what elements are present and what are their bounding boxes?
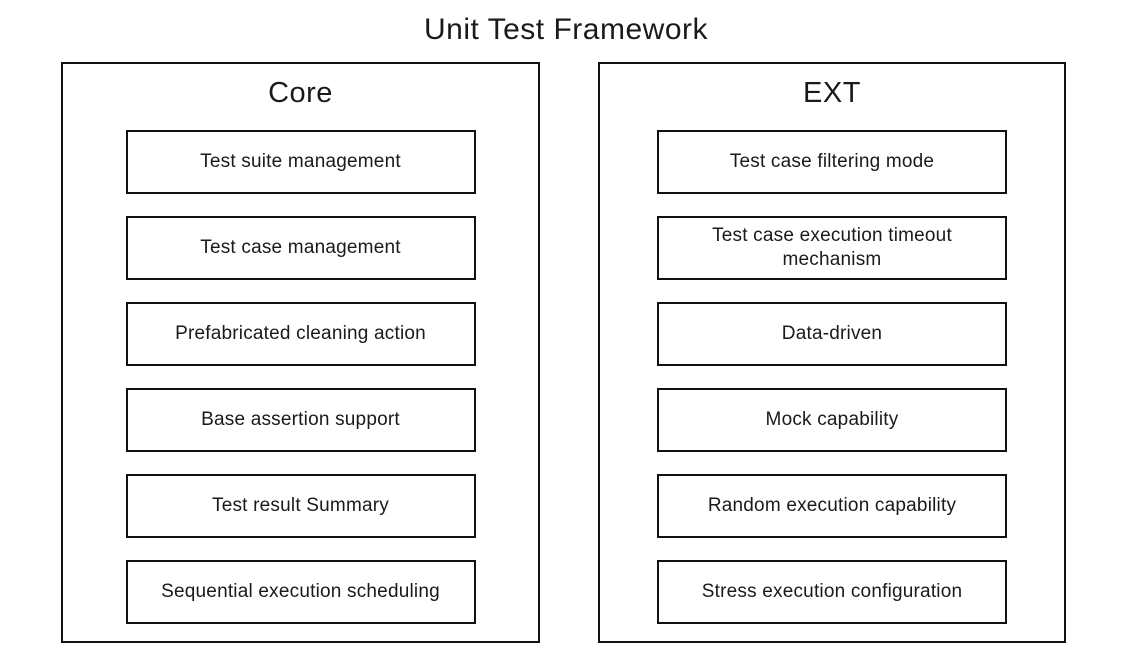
feature-box: Random execution capability [657, 473, 1007, 538]
feature-box: Mock capability [657, 387, 1007, 452]
diagram-title: Unit Test Framework [423, 13, 708, 46]
feature-label: Mock capability [765, 408, 899, 430]
feature-box: Stress execution configuration [657, 559, 1007, 624]
feature-box: Test case management [125, 215, 476, 280]
feature-box: Test case execution timeout mechanism [657, 215, 1007, 280]
feature-box: Sequential execution scheduling [125, 559, 476, 624]
core-panel-heading: Core [268, 77, 333, 109]
feature-label: Random execution capability [707, 494, 957, 516]
feature-label: Data-driven [781, 322, 883, 344]
ext-panel-heading: EXT [803, 77, 861, 109]
feature-label: Test suite management [200, 150, 401, 172]
feature-label: Stress execution configuration [701, 580, 963, 602]
feature-box: Base assertion support [125, 387, 476, 452]
feature-box: Prefabricated cleaning action [125, 301, 476, 366]
feature-label: Test case execution timeout mechanism [712, 225, 952, 270]
feature-label: Sequential execution scheduling [161, 580, 440, 602]
feature-label: Base assertion support [201, 408, 400, 430]
feature-box: Test result Summary [125, 473, 476, 538]
feature-label: Prefabricated cleaning action [175, 322, 426, 344]
feature-box: Test suite management [125, 129, 476, 194]
feature-label: Test case filtering mode [729, 150, 935, 172]
feature-label: Test case management [200, 236, 401, 258]
feature-box: Data-driven [657, 301, 1007, 366]
feature-box: Test case filtering mode [657, 129, 1007, 194]
feature-label: Test result Summary [212, 494, 389, 516]
